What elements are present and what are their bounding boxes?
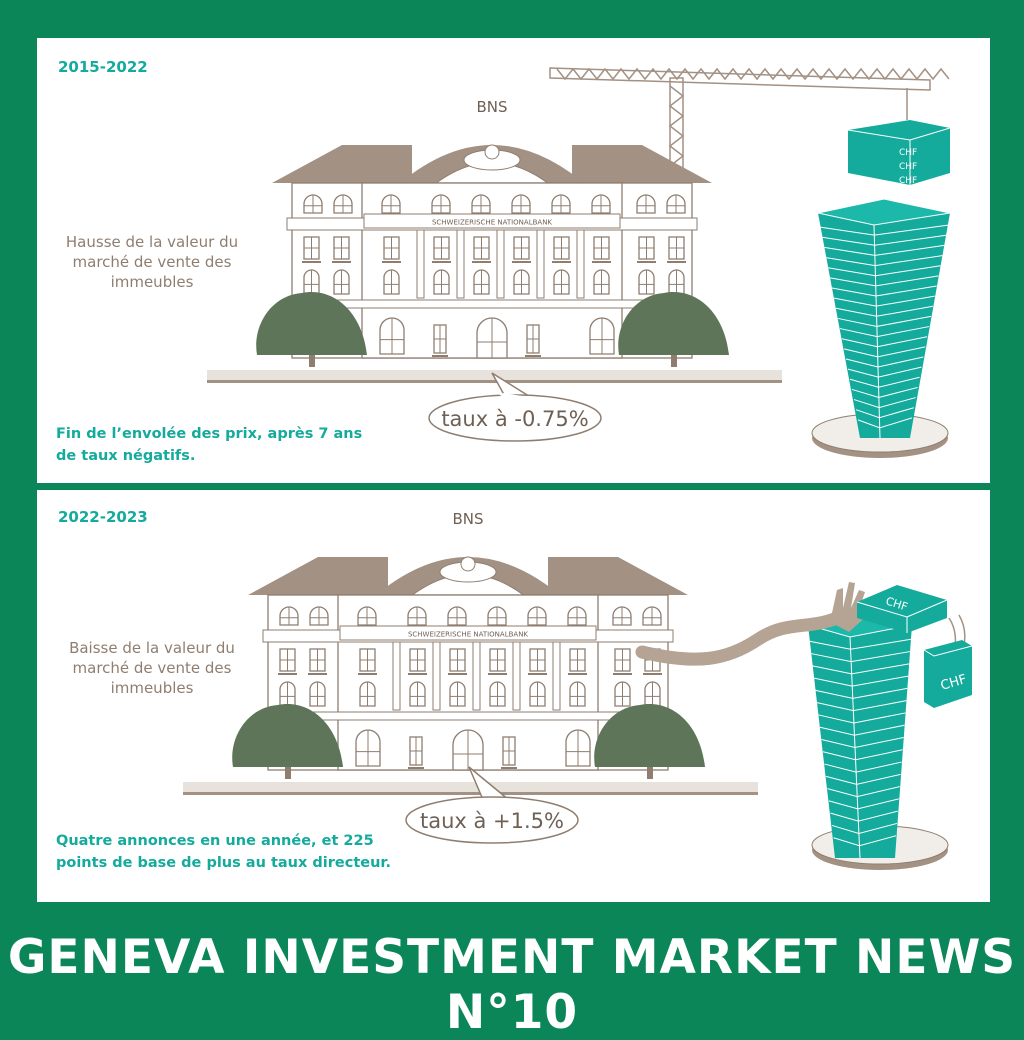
note-text: Fin de l’envolée des prix, après 7 ans d… — [56, 423, 362, 467]
market-description: Baisse de la valeur du marché de vente d… — [69, 639, 235, 697]
chf-top-block: CHF — [856, 585, 948, 633]
chf-label: CHF — [899, 148, 917, 158]
tree-icon — [232, 704, 343, 779]
note-text: Quatre annonces en une année, et 225 poi… — [56, 830, 391, 874]
scene-illustration: BNS SCHWEIZERISCHE NATIONALBANK CHF CHF C… — [207, 67, 951, 458]
chf-tower — [811, 198, 951, 458]
rate-speech-bubble: taux à +1.5% — [405, 766, 579, 844]
chf-label: CHF — [899, 176, 917, 186]
tree-icon — [594, 704, 705, 779]
bns-building: BNS SCHWEIZERISCHE NATIONALBANK — [207, 98, 782, 383]
chf-label: CHF — [899, 162, 917, 172]
market-description: Hausse de la valeur du marché de vente d… — [65, 233, 239, 291]
tree-icon — [618, 292, 729, 367]
note-line: de taux négatifs. — [56, 448, 196, 464]
chf-label: CHF — [939, 672, 968, 694]
building-sign: SCHWEIZERISCHE NATIONALBANK — [408, 631, 528, 639]
note-line: Fin de l’envolée des prix, après 7 ans — [56, 426, 363, 442]
bns-building: BNS SCHWEIZERISCHE NATIONALBANK — [183, 510, 758, 795]
note-line: Quatre annonces en une année, et 225 — [56, 833, 374, 849]
crane-icon — [549, 67, 950, 171]
building-label: BNS — [452, 510, 483, 528]
period-label: 2022-2023 — [58, 508, 148, 526]
rate-text: taux à +1.5% — [420, 809, 564, 833]
falling-chf-block: CHF — [923, 614, 973, 708]
building-sign: SCHWEIZERISCHE NATIONALBANK — [432, 219, 552, 227]
panel-2022-2023: BNS SCHWEIZERISCHE NATIONALBANK CHF CHF t… — [37, 490, 990, 902]
arm-hand-icon — [635, 582, 869, 666]
chf-tower — [806, 610, 949, 870]
building-label: BNS — [476, 98, 507, 116]
stacked-chf-blocks: CHF CHF CHF — [847, 120, 951, 186]
rate-speech-bubble: taux à -0.75% — [428, 372, 602, 442]
note-line: points de base de plus au taux directeur… — [56, 855, 392, 871]
tree-icon — [256, 292, 367, 367]
scene-illustration: BNS SCHWEIZERISCHE NATIONALBANK CHF CHF t… — [183, 510, 973, 870]
period-label: 2015-2022 — [58, 58, 148, 76]
panel-2015-2022: BNS SCHWEIZERISCHE NATIONALBANK CHF CHF C… — [37, 38, 990, 483]
rate-text: taux à -0.75% — [441, 407, 588, 431]
